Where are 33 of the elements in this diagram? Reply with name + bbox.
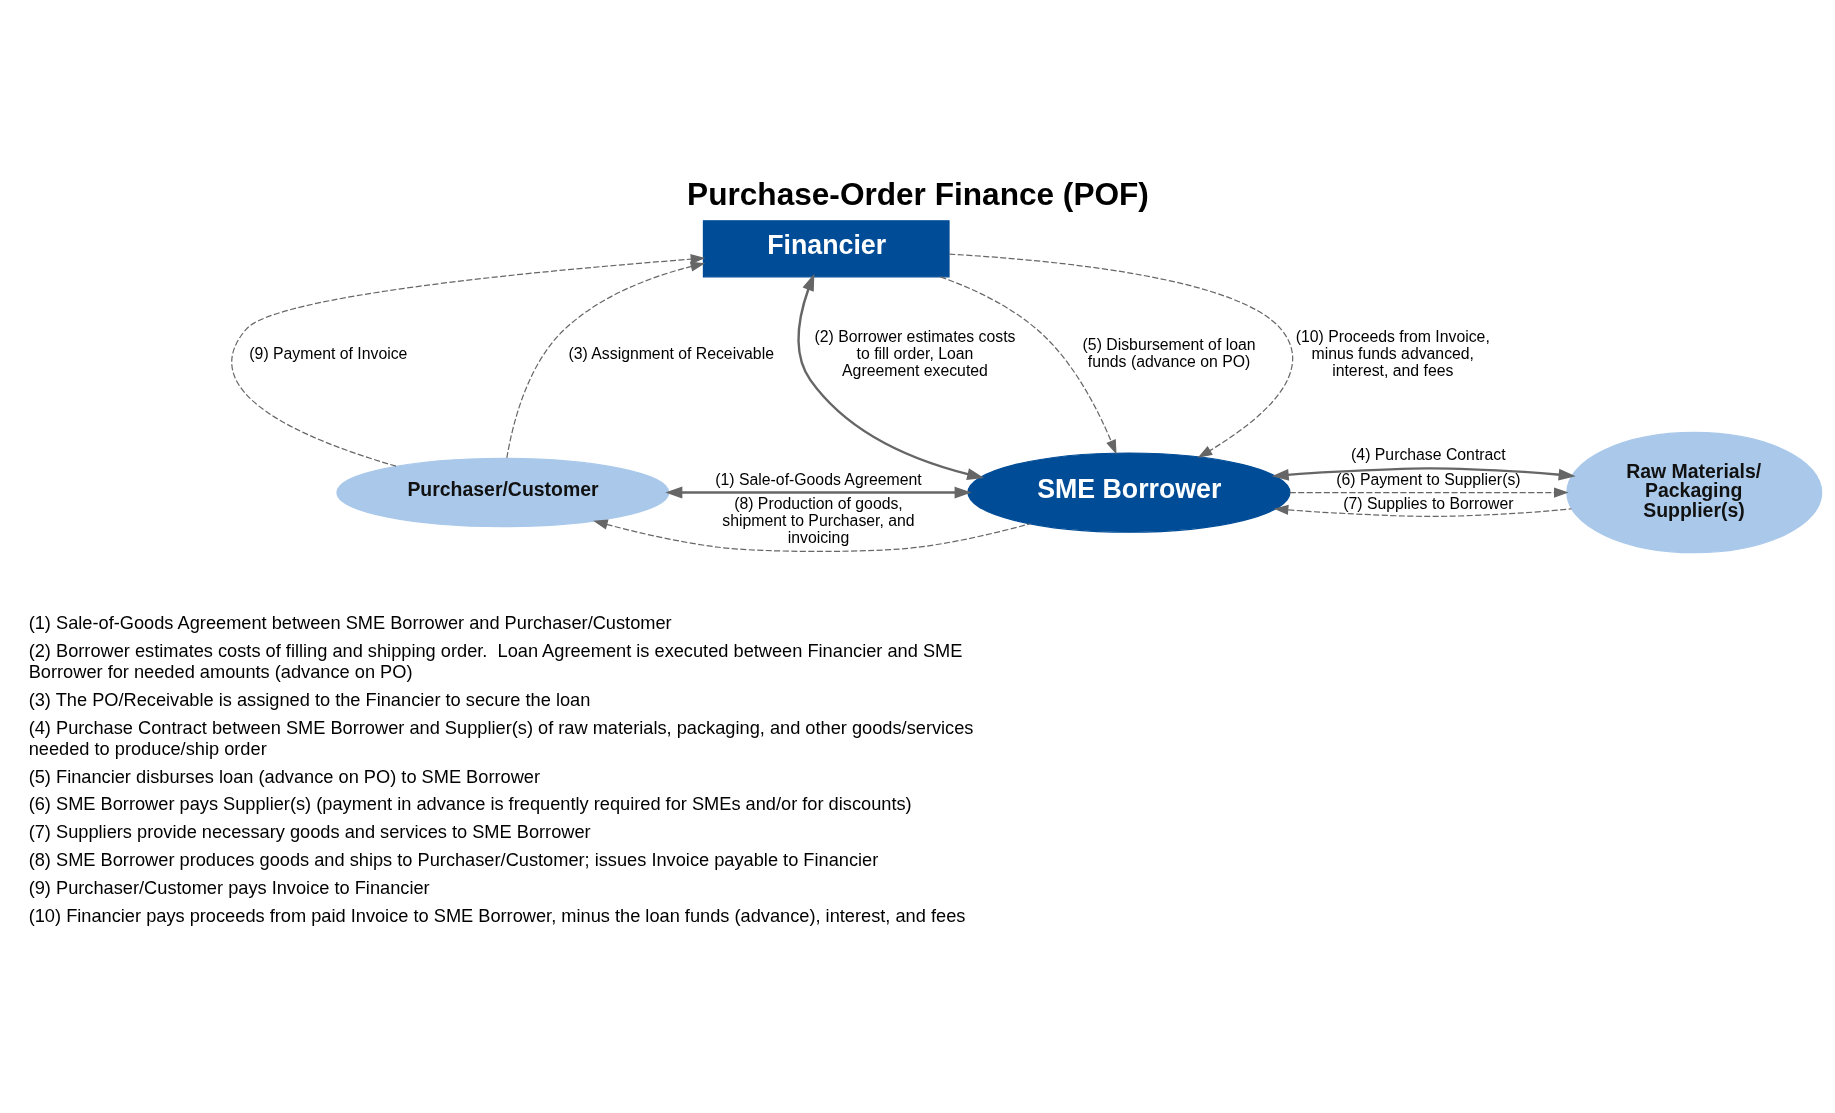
label: (7) Suppliers provide necessary goods and services to SME Borrower xyxy=(28,820,591,842)
edge-label: (4) Purchase Contract xyxy=(1351,445,1506,463)
edge-label: (3) Assignment of Receivable xyxy=(568,344,774,362)
edge-label: (9) Payment of Invoice xyxy=(249,344,408,362)
label: (9) Purchaser/Customer pays Invoice to Financier xyxy=(28,876,430,898)
arrow xyxy=(797,273,985,480)
arrow xyxy=(1289,486,1569,498)
label: (10) Financier pays proceeds from paid Invoice to SME Borrower, minus the loan funds (advance), interest, and fees xyxy=(28,904,966,926)
node-box: Financier xyxy=(702,219,950,277)
arrow xyxy=(939,275,1117,454)
arrow xyxy=(593,519,1031,552)
arrow xyxy=(665,486,972,499)
edge-label: (1) Sale-of-Goods Agreement xyxy=(715,470,922,488)
label: (2) Borrower estimates costs of filling and shipping order. Loan Agreement is executed between Financier and SME Borrower for needed amounts (advance on PO) xyxy=(28,639,963,682)
label: (3) The PO/Receivable is assigned to the Financier to secure the loan xyxy=(28,688,591,710)
label: (4) Purchase Contract between SME Borrower and Supplier(s) of raw materials, packaging, and other goods/services needed to produce/ship order xyxy=(28,716,974,759)
label: (5) Financier disburses loan (advance on PO) to SME Borrower xyxy=(28,765,541,787)
diagram-title: Purchase-Order Finance (POF) xyxy=(687,175,1149,212)
label: (1) Sale-of-Goods Agreement between SME Borrower and Purchaser/Customer xyxy=(28,611,672,633)
node-ellipse: Raw Materials/ Packaging Supplier(s) xyxy=(1566,431,1823,553)
label: (8) SME Borrower produces goods and ships to Purchaser/Customer; issues Invoice payable to Financier xyxy=(28,848,879,870)
edge-label: (5) Disbursement of loan funds (advance on PO) xyxy=(1082,335,1256,370)
edge-label: (7) Supplies to Borrower xyxy=(1343,494,1514,512)
label: (6) SME Borrower pays Supplier(s) (payment in advance is frequently required for SMEs and/or for discounts) xyxy=(28,792,912,814)
edge-label: (2) Borrower estimates costs to fill order, Loan Agreement executed xyxy=(814,327,1016,379)
arrow xyxy=(1273,504,1573,517)
arrow xyxy=(231,253,706,467)
arrow xyxy=(948,253,1294,458)
edge-label: (8) Production of goods, shipment to Purchaser, and invoicing xyxy=(722,494,915,546)
edge-label: (6) Payment to Supplier(s) xyxy=(1336,470,1521,488)
arrow xyxy=(506,261,706,459)
edge-label: (10) Proceeds from Invoice, minus funds advanced, interest, and fees xyxy=(1295,327,1490,379)
arrow xyxy=(1271,466,1576,481)
